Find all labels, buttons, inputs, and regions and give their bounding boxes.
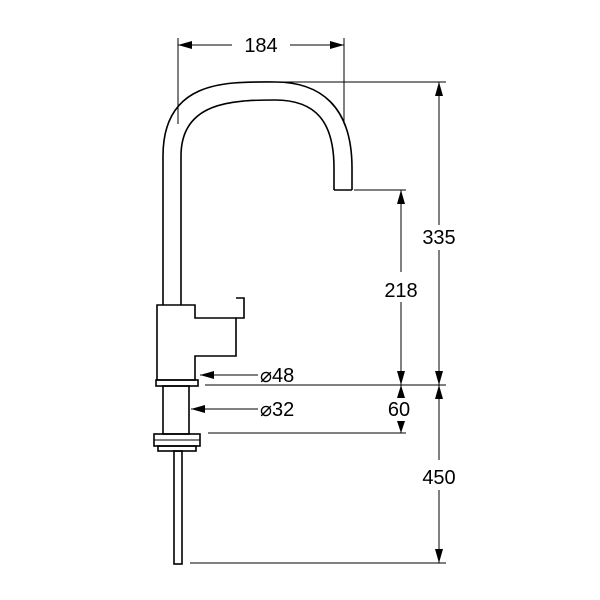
spout-reach-label: 184: [244, 35, 277, 57]
total-height-label: 335: [422, 227, 455, 249]
dimension-spout-reach: 184: [177, 35, 345, 124]
outlet-height-label: 218: [384, 280, 417, 302]
dimension-outlet-height: 218: [354, 189, 418, 385]
dimension-shank-length: 60: [208, 385, 410, 434]
spout-inner-outline: [180, 99, 335, 305]
arrow-head: [397, 371, 405, 385]
dimension-shank-diameter: ⌀32: [191, 399, 294, 421]
arrow-head: [435, 82, 443, 96]
shank-length-label: 60: [388, 399, 410, 421]
arrow-head: [397, 385, 405, 398]
arrow-head: [435, 371, 443, 385]
arrow-head: [435, 385, 443, 399]
mounting-shank: [162, 385, 190, 435]
faucet-outline: [153, 81, 353, 565]
dimension-hose-length: 450: [190, 385, 456, 564]
dimension-total-height: 335: [270, 81, 456, 385]
arrow-head: [330, 41, 344, 49]
supply-hose: [173, 450, 183, 565]
arrow-head: [200, 371, 214, 379]
arrow-head: [191, 405, 205, 413]
arrow-head: [435, 549, 443, 563]
arrow-head: [397, 190, 405, 204]
hose-length-label: 450: [422, 467, 455, 489]
faucet-body: [156, 304, 237, 381]
spout-outer-outline: [162, 81, 353, 305]
lever-handle: [236, 297, 245, 319]
base-diameter-label: ⌀48: [260, 365, 294, 387]
base-plate: [155, 379, 199, 387]
arrow-head: [397, 421, 405, 433]
arrow-head: [178, 41, 192, 49]
dimension-base-diameter: ⌀48: [200, 365, 294, 387]
shank-diameter-label: ⌀32: [260, 399, 294, 421]
